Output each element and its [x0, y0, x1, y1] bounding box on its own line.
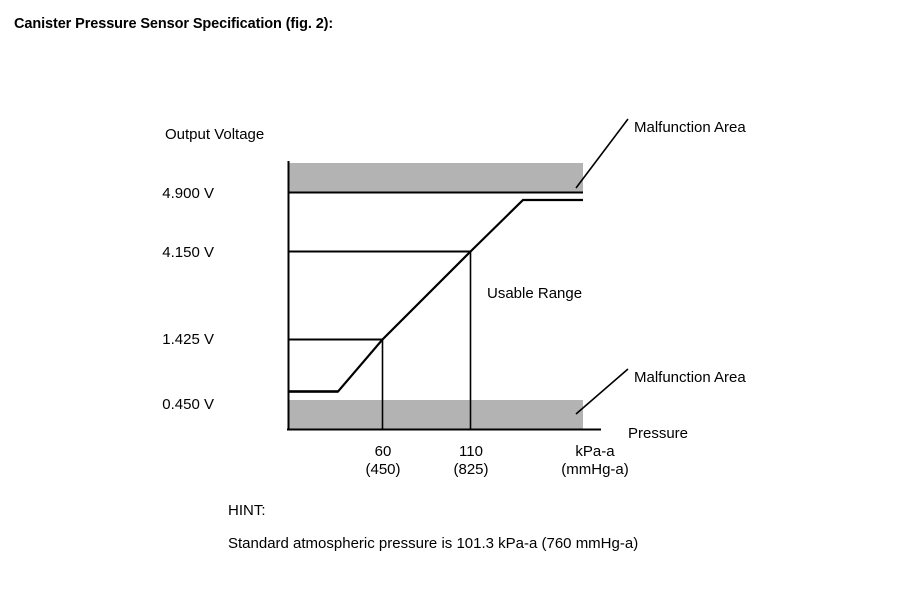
annotation-malfunction-area-upper: Malfunction Area: [634, 119, 746, 136]
annotation-usable-range: Usable Range: [487, 285, 583, 302]
leader-line-malfunction-upper: [575, 118, 629, 189]
hint-block: HINT: Standard atmospheric pressure is 1…: [228, 502, 639, 552]
malfunction-band-upper: [288, 163, 583, 192]
y-tick-label-4900v: 4.900 V: [162, 185, 214, 202]
x-unit-label-mmhg: (mmHg-a): [561, 461, 629, 478]
y-axis-title: Output Voltage: [165, 126, 265, 143]
y-tick-label-0450v: 0.450 V: [162, 396, 214, 413]
y-tick-label-4150v: 4.150 V: [162, 244, 214, 261]
page-title: Canister Pressure Sensor Specification (…: [14, 16, 334, 32]
x-unit-label-kpa: kPa-a: [575, 443, 615, 460]
x-tick-label-60-primary: 60: [374, 443, 392, 460]
annotation-malfunction-area-lower: Malfunction Area: [634, 369, 746, 386]
x-tick-label-60-secondary: (450): [365, 461, 401, 478]
leader-line-malfunction-lower: [575, 368, 629, 415]
x-tick-label-110-secondary: (825): [453, 461, 489, 478]
hint-text: Standard atmospheric pressure is 101.3 k…: [228, 534, 639, 552]
hint-label: HINT:: [228, 502, 266, 519]
malfunction-band-lower: [288, 400, 583, 429]
x-axis-title: Pressure: [628, 425, 689, 442]
y-tick-label-1425v: 1.425 V: [162, 331, 214, 348]
sensor-output-curve: [288, 198, 583, 393]
x-tick-label-110-primary: 110: [459, 443, 483, 460]
